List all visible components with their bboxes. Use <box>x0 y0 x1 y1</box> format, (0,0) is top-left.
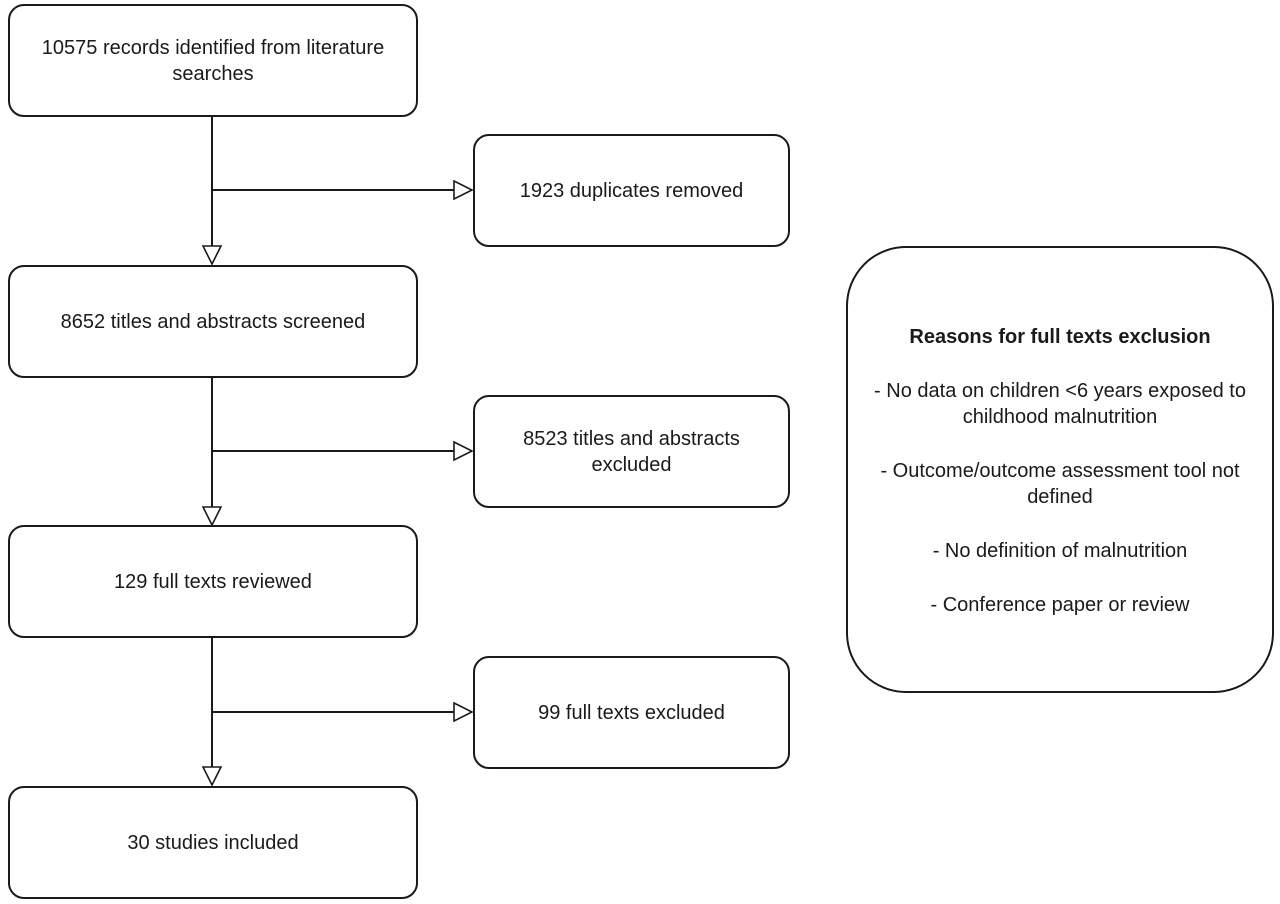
fulltexts-excluded-box: 99 full texts excluded <box>473 656 790 769</box>
studies-included-label: 30 studies included <box>127 831 299 854</box>
duplicates-removed-label: 1923 duplicates removed <box>519 179 744 202</box>
fulltexts-reviewed-box: 129 full texts reviewed <box>8 525 418 638</box>
exclusion-reasons-list: - No data on children <6 years exposed t… <box>848 378 1272 646</box>
titles-excluded-label: 8523 titles and abstracts excluded <box>523 427 740 476</box>
fulltexts-reviewed-label: 129 full texts reviewed <box>114 570 312 593</box>
titles-screened-box: 8652 titles and abstracts screened <box>8 265 418 378</box>
records-identified-box: 10575 records identified from literature… <box>8 4 418 117</box>
exclusion-reason-item: - No data on children <6 years exposed t… <box>874 380 1246 428</box>
records-identified-label: 10575 records identified from literature… <box>41 36 385 85</box>
titles-excluded-box: 8523 titles and abstracts excluded <box>473 395 790 508</box>
exclusion-reason-item: - Outcome/outcome assessment tool not de… <box>880 460 1240 508</box>
exclusion-reasons-title: Reasons for full texts exclusion <box>909 326 1211 348</box>
titles-screened-label: 8652 titles and abstracts screened <box>60 310 366 333</box>
duplicates-removed-box: 1923 duplicates removed <box>473 134 790 247</box>
exclusion-reason-item: - Conference paper or review <box>930 594 1190 616</box>
studies-included-box: 30 studies included <box>8 786 418 899</box>
exclusion-reasons-box: Reasons for full texts exclusion - No da… <box>846 246 1274 693</box>
exclusion-reason-item: - No definition of malnutrition <box>932 540 1188 562</box>
fulltexts-excluded-label: 99 full texts excluded <box>538 701 725 724</box>
